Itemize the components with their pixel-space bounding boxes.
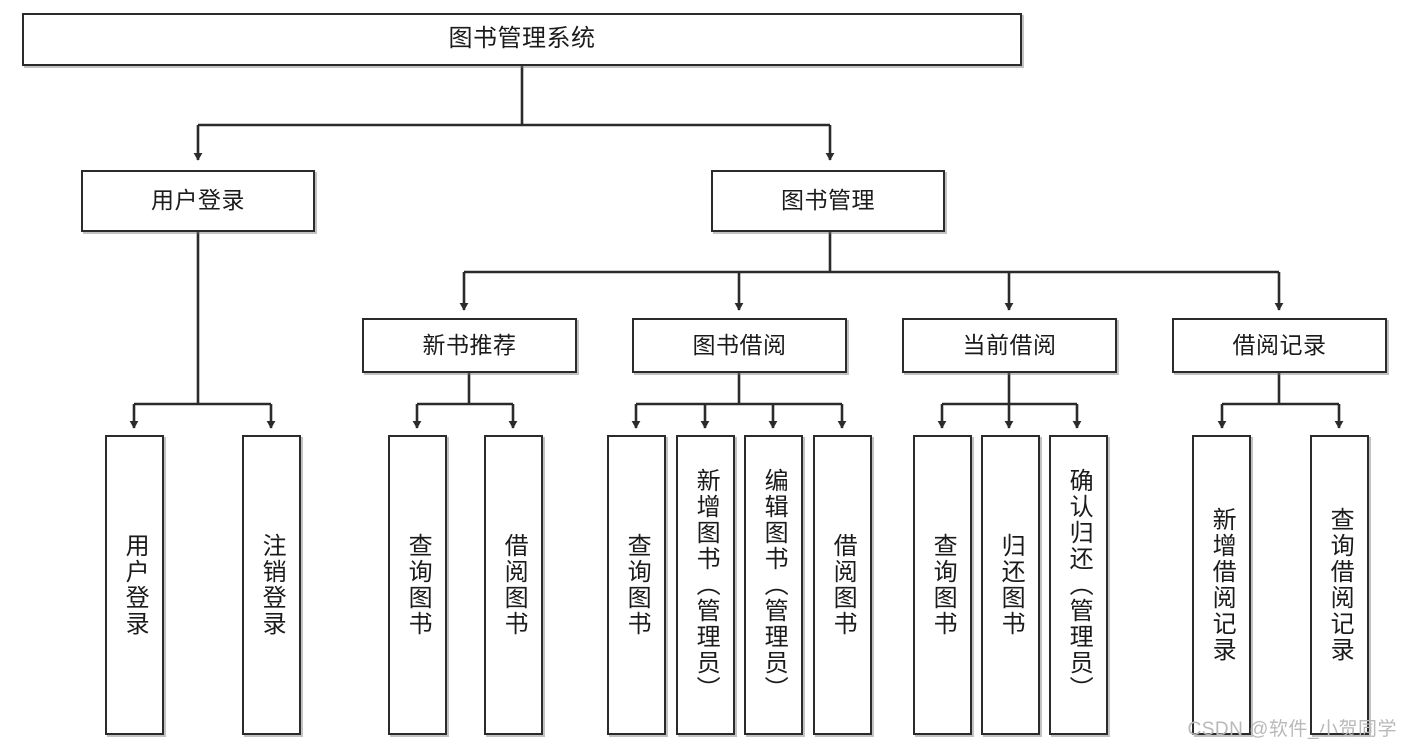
node-label: 新增借阅记录 [1208, 507, 1236, 663]
node-label: 当前借阅 [962, 331, 1057, 358]
node-label: 借阅图书 [500, 533, 528, 637]
node-user-login[interactable]: 用户登录 [81, 170, 315, 232]
node-current-borrow[interactable]: 当前借阅 [902, 318, 1117, 373]
node-leaf-query-book-1[interactable]: 查询图书 [388, 435, 447, 735]
node-leaf-confirm-return[interactable]: 确认归还（管理员） [1049, 435, 1108, 735]
node-root-system[interactable]: 图书管理系统 [22, 13, 1022, 66]
node-book-borrow[interactable]: 图书借阅 [632, 318, 847, 373]
node-label: 借阅记录 [1232, 331, 1327, 358]
node-book-manage[interactable]: 图书管理 [711, 170, 945, 232]
node-label: 归还图书 [997, 533, 1025, 637]
node-label: 图书管理系统 [448, 25, 596, 53]
node-new-book-rec[interactable]: 新书推荐 [362, 318, 577, 373]
node-label: 查询图书 [929, 533, 957, 637]
node-label: 确认归还（管理员） [1065, 468, 1093, 702]
node-leaf-add-book[interactable]: 新增图书（管理员） [676, 435, 735, 735]
watermark-text: CSDN @软件_小贺同学 [1187, 719, 1397, 740]
node-leaf-query-book-3[interactable]: 查询图书 [913, 435, 972, 735]
node-leaf-edit-book[interactable]: 编辑图书（管理员） [744, 435, 803, 735]
node-label: 图书管理 [781, 187, 875, 214]
node-label: 用户登录 [121, 533, 149, 637]
node-leaf-add-record[interactable]: 新增借阅记录 [1192, 435, 1251, 735]
node-borrow-record[interactable]: 借阅记录 [1172, 318, 1387, 373]
node-label: 查询借阅记录 [1326, 507, 1354, 663]
node-leaf-query-book-2[interactable]: 查询图书 [607, 435, 666, 735]
node-label: 注销登录 [258, 533, 286, 637]
node-leaf-borrow-book-2[interactable]: 借阅图书 [813, 435, 872, 735]
node-leaf-return-book[interactable]: 归还图书 [981, 435, 1040, 735]
node-leaf-logout-login[interactable]: 注销登录 [242, 435, 301, 735]
node-label: 用户登录 [151, 187, 245, 214]
node-label: 图书借阅 [692, 331, 787, 358]
node-label: 查询图书 [623, 533, 651, 637]
node-leaf-query-record[interactable]: 查询借阅记录 [1310, 435, 1369, 735]
node-label: 新书推荐 [422, 331, 517, 358]
node-label: 新增图书（管理员） [692, 468, 720, 702]
node-label: 编辑图书（管理员） [760, 468, 788, 702]
node-leaf-borrow-book-1[interactable]: 借阅图书 [484, 435, 543, 735]
node-leaf-user-login[interactable]: 用户登录 [105, 435, 164, 735]
node-label: 借阅图书 [829, 533, 857, 637]
node-label: 查询图书 [404, 533, 432, 637]
